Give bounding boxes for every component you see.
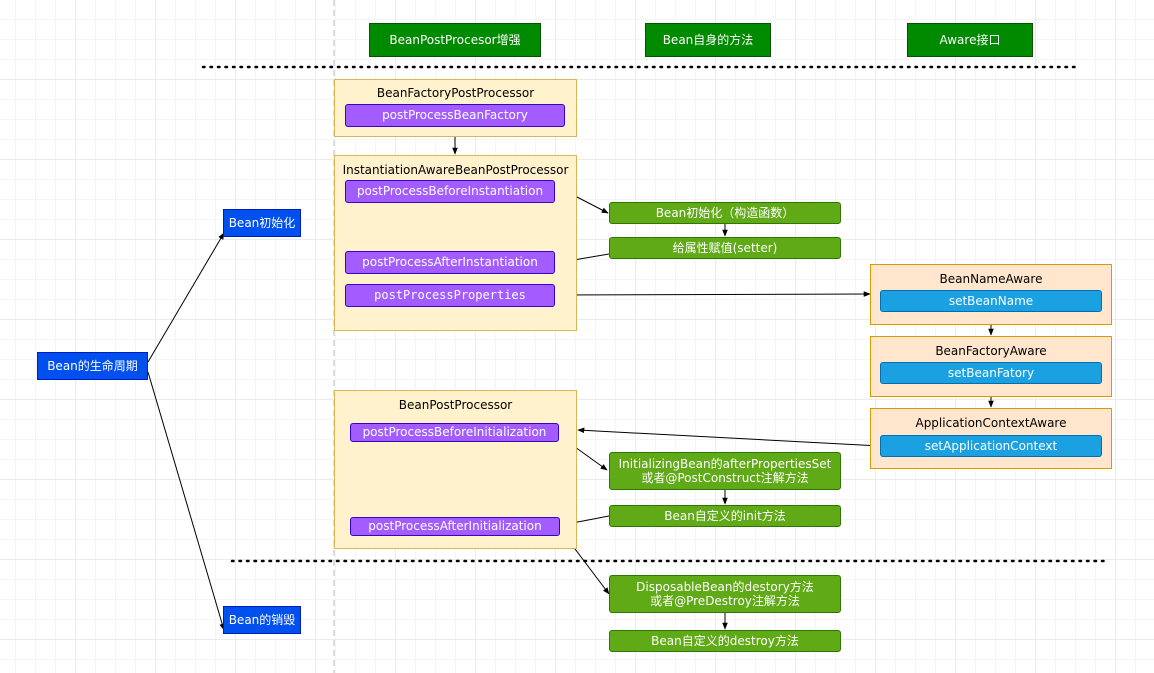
header-self-label: Bean自身的方法 xyxy=(662,32,754,47)
bean-factory-aware-container: BeanFactoryAware xyxy=(870,336,1112,397)
edge-root-to-destroy xyxy=(147,371,225,631)
custom-destroy-method: Bean自定义的destroy方法 xyxy=(609,630,841,652)
set-bean-factory: setBeanFatory xyxy=(880,362,1102,384)
bpp-title: BeanPostProcessor xyxy=(398,398,513,412)
bean-name-aware-title: BeanNameAware xyxy=(939,272,1043,286)
bpp-before-label: postProcessBeforeInitialization xyxy=(362,425,547,440)
header-aware-interfaces: Aware接口 xyxy=(907,23,1033,57)
header-bean-self-methods: Bean自身的方法 xyxy=(645,23,771,57)
disposable-line2: 或者@PreDestroy注解方法 xyxy=(650,594,800,608)
post-process-after-instantiation: postProcessAfterInstantiation xyxy=(345,251,555,274)
header-aware-label: Aware接口 xyxy=(939,32,1001,47)
initializing-bean-method: InitializingBean的afterPropertiesSet 或者@P… xyxy=(609,452,841,490)
bean-factory-aware-title: BeanFactoryAware xyxy=(935,344,1047,358)
edge-appctx-to-before-init xyxy=(577,427,881,447)
lifecycle-root: Bean的生命周期 xyxy=(37,352,148,380)
construct-label: Bean初始化（构造函数） xyxy=(655,205,795,220)
custom-init-label: Bean自定义的init方法 xyxy=(664,508,786,523)
header-bpp-label: BeanPostProcesor增强 xyxy=(389,32,521,47)
set-application-context: setApplicationContext xyxy=(880,435,1102,457)
lifecycle-destroy-label: Bean的销毁 xyxy=(228,612,296,627)
set-bean-factory-label: setBeanFatory xyxy=(947,365,1035,380)
initializing-line1: InitializingBean的afterPropertiesSet xyxy=(618,456,832,471)
bfpp-method-label: postProcessBeanFactory xyxy=(382,108,528,123)
post-process-bean-factory: postProcessBeanFactory xyxy=(345,104,565,127)
post-process-after-initialization: postProcessAfterInitialization xyxy=(350,517,560,536)
lifecycle-destroy: Bean的销毁 xyxy=(223,606,301,634)
post-process-properties: postProcessProperties xyxy=(345,284,555,307)
header-bpp-enhance: BeanPostProcesor增强 xyxy=(369,23,541,57)
post-process-before-instantiation: postProcessBeforeInstantiation xyxy=(345,180,555,203)
set-bean-name-label: setBeanName xyxy=(948,293,1034,308)
disposable-line1: DisposableBean的destory方法 xyxy=(636,579,814,594)
application-context-aware-title: ApplicationContextAware xyxy=(915,416,1067,430)
lifecycle-root-label: Bean的生命周期 xyxy=(47,358,138,373)
edge-root-to-init xyxy=(147,232,225,363)
lifecycle-init: Bean初始化 xyxy=(223,209,301,237)
post-process-before-initialization: postProcessBeforeInitialization xyxy=(350,423,559,442)
setter-label: 给属性赋值(setter) xyxy=(672,240,778,255)
iabpp-props-label: postProcessProperties xyxy=(374,288,526,303)
bean-property-setter: 给属性赋值(setter) xyxy=(609,237,841,259)
lifecycle-init-label: Bean初始化 xyxy=(228,215,296,230)
bpp-after-label: postProcessAfterInitialization xyxy=(368,519,542,534)
custom-init-method: Bean自定义的init方法 xyxy=(609,505,841,527)
bean-constructor: Bean初始化（构造函数） xyxy=(609,202,841,224)
bfpp-title: BeanFactoryPostProcessor xyxy=(376,86,535,100)
iabpp-after-label: postProcessAfterInstantiation xyxy=(362,255,538,270)
disposable-bean-method: DisposableBean的destory方法 或者@PreDestroy注解… xyxy=(609,575,841,613)
edge-props-to-beanname xyxy=(554,291,871,297)
set-bean-name: setBeanName xyxy=(880,290,1102,312)
custom-destroy-label: Bean自定义的destroy方法 xyxy=(651,633,799,648)
iabpp-before-label: postProcessBeforeInstantiation xyxy=(356,184,544,199)
initializing-line2: 或者@PostConstruct注解方法 xyxy=(641,471,809,485)
set-application-context-label: setApplicationContext xyxy=(924,438,1058,453)
iabpp-title: InstantiationAwareBeanPostProcessor xyxy=(342,163,569,177)
